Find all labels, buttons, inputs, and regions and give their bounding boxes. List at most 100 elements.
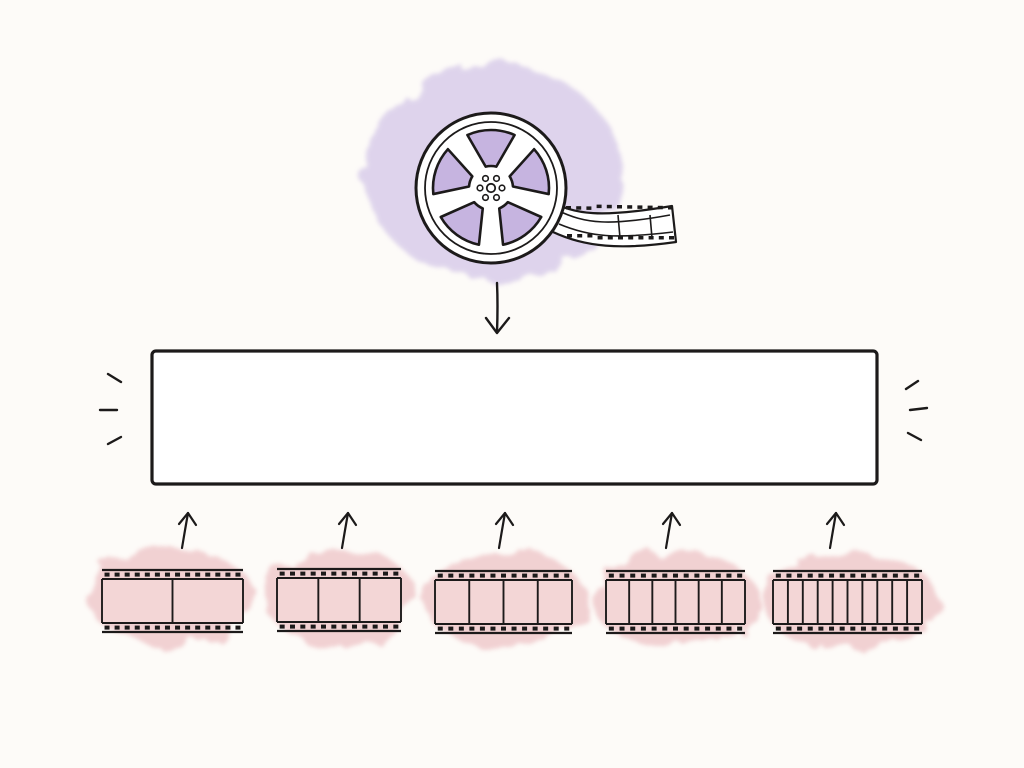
- reel-tail-perforation-bottom: [638, 236, 644, 240]
- film-strip-perforation: [850, 573, 856, 578]
- film-strip-perforation: [225, 625, 231, 630]
- arrow-strip-to-box: [828, 511, 838, 550]
- film-strip-perforation: [882, 573, 888, 578]
- film-strip-perforation: [479, 573, 485, 578]
- film-strip-perforation: [134, 625, 140, 630]
- reel-tail-perforation-bottom: [597, 236, 603, 240]
- reel-hub-hole: [481, 174, 490, 183]
- film-strip-perforation: [543, 573, 549, 578]
- film-strip-perforation: [860, 573, 866, 578]
- emphasis-marks-left: [98, 372, 123, 446]
- arrow-strip-to-box-head: [494, 511, 515, 527]
- film-strip-perforation: [882, 626, 888, 631]
- film-strip-perforation: [134, 572, 140, 577]
- film-strip-perforation: [310, 571, 316, 576]
- film-strip-perforation: [104, 572, 110, 577]
- reel-tail-perforation-top: [657, 205, 663, 210]
- film-strip-perforation: [437, 573, 443, 578]
- film-strip-perforation: [903, 573, 909, 578]
- film-strip-perforation: [871, 573, 877, 578]
- film-strip-perforation: [683, 626, 689, 631]
- emphasis-marks-right: [904, 379, 929, 442]
- reel-tail-perforation-bottom: [567, 234, 572, 238]
- film-strip-perforation: [807, 626, 813, 631]
- film-strip-perforation: [114, 572, 120, 577]
- film-strip-perforation: [215, 572, 221, 577]
- film-strip-perforation: [144, 625, 150, 630]
- film-strip-perforation: [279, 624, 285, 629]
- film-strip-perforation: [807, 573, 813, 578]
- film-strip-perforation: [511, 573, 517, 578]
- film-strip-perforation: [362, 571, 368, 576]
- film-strip-perforation: [892, 626, 898, 631]
- film-strip-perforation: [608, 573, 614, 578]
- arrow-strip-to-box-head: [825, 511, 846, 527]
- arrow-strip-to-box-head: [661, 511, 682, 527]
- film-strip-perforation: [352, 571, 357, 576]
- film-strip-perforation: [383, 624, 388, 629]
- film-strip-perforation: [215, 625, 221, 630]
- film-strip-perforation: [903, 626, 909, 631]
- film-strip-perforation: [673, 626, 678, 631]
- film-strip-perforation: [225, 572, 231, 577]
- film-strip-perforation: [490, 626, 496, 631]
- film-reel-icon: [414, 111, 678, 265]
- film-strip-perforation: [860, 626, 866, 631]
- film-strip-perforation: [469, 573, 475, 578]
- film-strip-perforation: [839, 573, 845, 578]
- film-strip-perforation: [458, 573, 464, 578]
- film-strip-perforation: [705, 573, 711, 578]
- arrow-strip-to-box: [180, 511, 190, 550]
- film-strip-perforation: [564, 573, 570, 578]
- film-strip-perforation: [195, 572, 201, 577]
- film-strip-perforation: [501, 626, 506, 631]
- reel-tail-perforation-top: [617, 205, 622, 209]
- arrow-reel-to-box: [484, 281, 511, 335]
- reel-window: [439, 200, 485, 247]
- film-strip-perforation: [818, 573, 824, 578]
- film-strip-perforation: [839, 626, 845, 631]
- arrow-strip-to-box: [664, 511, 674, 550]
- film-strip-perforation: [114, 625, 120, 630]
- reel-tail-perforation-top: [586, 206, 592, 210]
- film-strip-perforation: [372, 571, 378, 576]
- film-strip-1: [86, 511, 256, 645]
- film-strip-perforation: [331, 624, 337, 629]
- arrow-strip-to-box: [340, 511, 350, 550]
- film-strip-perforation: [383, 571, 388, 576]
- reel-tail-perforation-top: [566, 206, 571, 210]
- reel-tail-perforation-bottom: [628, 236, 634, 240]
- film-strip-perforation: [786, 573, 792, 578]
- film-strip-perforation: [164, 572, 170, 577]
- film-strip-perforation: [786, 626, 792, 631]
- film-strip-perforation: [469, 626, 475, 631]
- film-strip-perforation: [185, 625, 191, 630]
- film-strip-perforation: [279, 571, 285, 576]
- film-strip-perforation: [640, 573, 646, 578]
- film-strip-perforation: [818, 626, 824, 631]
- film-strip-perforation: [694, 573, 700, 578]
- arrow-strip-to-box-head: [177, 511, 198, 527]
- film-strip-perforation: [104, 625, 110, 630]
- film-strip-perforation: [154, 625, 160, 630]
- film-strip-perforation: [662, 573, 668, 578]
- film-strip-perforation: [608, 626, 614, 631]
- reel-hub-hole: [492, 174, 501, 183]
- film-strip-perforation: [154, 572, 160, 577]
- film-strip-perforation: [331, 571, 337, 576]
- film-strip-perforation: [737, 573, 743, 578]
- reel-tail-perforation-top: [576, 206, 582, 210]
- film-strip-perforation: [532, 573, 538, 578]
- film-strip-perforation: [619, 626, 625, 631]
- film-strip-perforation: [705, 626, 711, 631]
- film-strip-perforation: [522, 573, 528, 578]
- film-strip-perforation: [352, 624, 357, 629]
- film-strip-perforation: [300, 571, 306, 576]
- film-strip-perforation: [195, 625, 201, 630]
- film-strip-perforation: [321, 624, 326, 629]
- film-strip-perforation: [797, 626, 803, 631]
- film-strip-perforation: [871, 626, 877, 631]
- arrow-strip-to-box-head: [337, 511, 358, 527]
- film-strip-perforation: [448, 626, 454, 631]
